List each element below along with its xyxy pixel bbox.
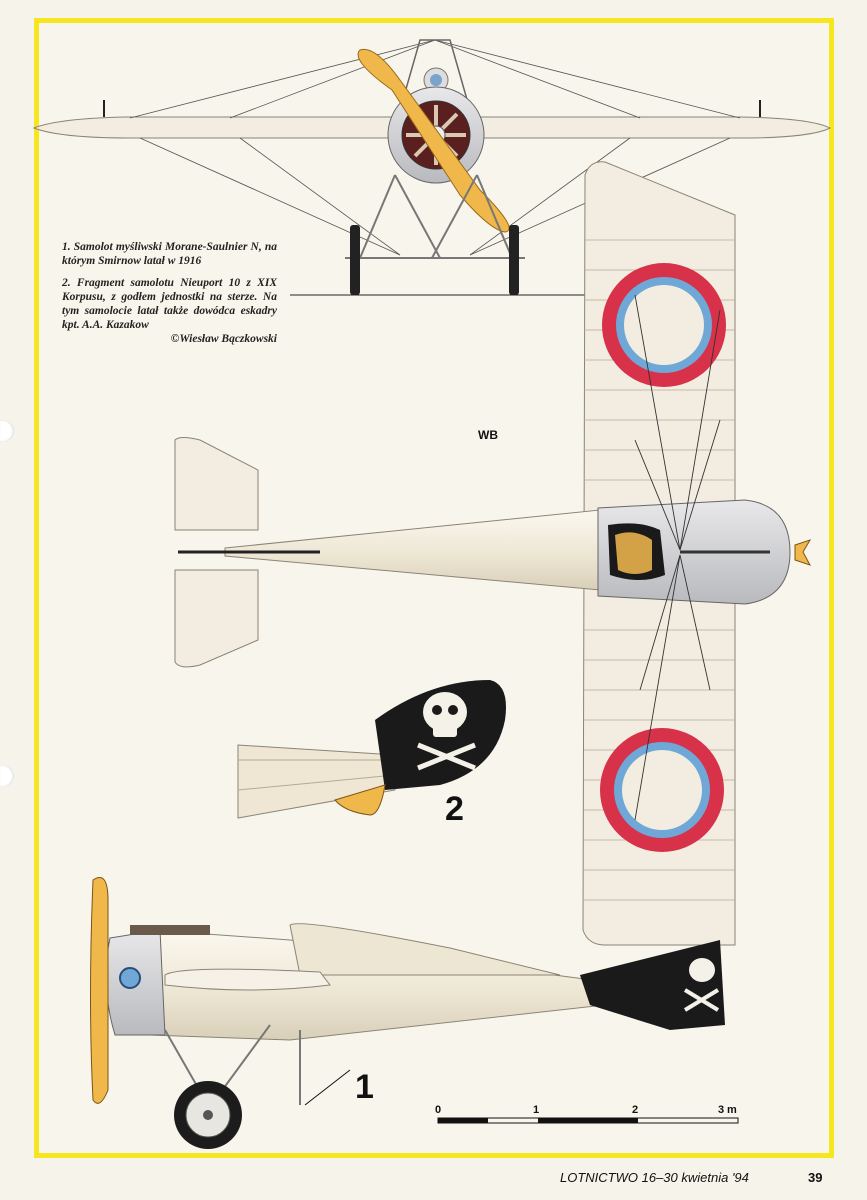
scale-tick-1: 1: [533, 1104, 539, 1116]
turtle-deck: [289, 923, 561, 976]
binder-hole: [0, 765, 14, 787]
scale-tick-0: 0: [435, 1104, 441, 1116]
artist-mark: WB: [478, 428, 498, 442]
skull-crossbones-emblem: [417, 692, 476, 771]
caption-credit: ©Wiesław Bączkowski: [170, 333, 277, 345]
figure-label-1: 1: [355, 1068, 374, 1106]
tailplane-upper: [174, 437, 259, 531]
side-propeller: [90, 877, 109, 1104]
cowl-insignia: [119, 967, 141, 989]
propeller-top: [794, 539, 812, 566]
caption-item-2-text: 2. Fragment samolotu Nieuport 10 z XIX K…: [62, 277, 277, 331]
undercarriage: [345, 174, 525, 259]
nieuport-fuselage: [237, 744, 396, 819]
figure-caption: 1. Samolot myśliwski Morane-Saulnier N, …: [62, 240, 277, 354]
caption-item-1: 1. Samolot myśliwski Morane-Saulnier N, …: [62, 241, 277, 267]
scale-unit: m: [727, 1104, 737, 1116]
right-wheel: [509, 225, 519, 295]
top-view: [174, 161, 812, 946]
scale-tick-3: 3: [718, 1104, 724, 1116]
scale-bar: 0 1 2 3 m: [435, 1104, 739, 1124]
caption-item-2: 2. Fragment samolotu Nieuport 10 z XIX K…: [62, 276, 277, 346]
tail-skid: [334, 784, 386, 816]
top-bracing: [634, 294, 721, 821]
scale-tick-2: 2: [632, 1104, 638, 1116]
fuselage-top: [224, 509, 601, 591]
binder-hole: [0, 420, 14, 442]
footer-publication: LOTNICTWO 16–30 kwietnia '94: [560, 1170, 749, 1185]
page-number: 39: [808, 1170, 823, 1185]
side-rudder: [580, 940, 725, 1030]
left-wheel: [350, 225, 360, 295]
side-view: 1: [90, 877, 725, 1149]
detail-nieuport-tail: 2: [237, 680, 506, 828]
machine-gun: [130, 925, 210, 935]
tailplane-lower: [174, 569, 259, 668]
side-wing: [164, 968, 331, 991]
front-view: [32, 39, 832, 296]
figure-label-2: 2: [445, 790, 464, 828]
